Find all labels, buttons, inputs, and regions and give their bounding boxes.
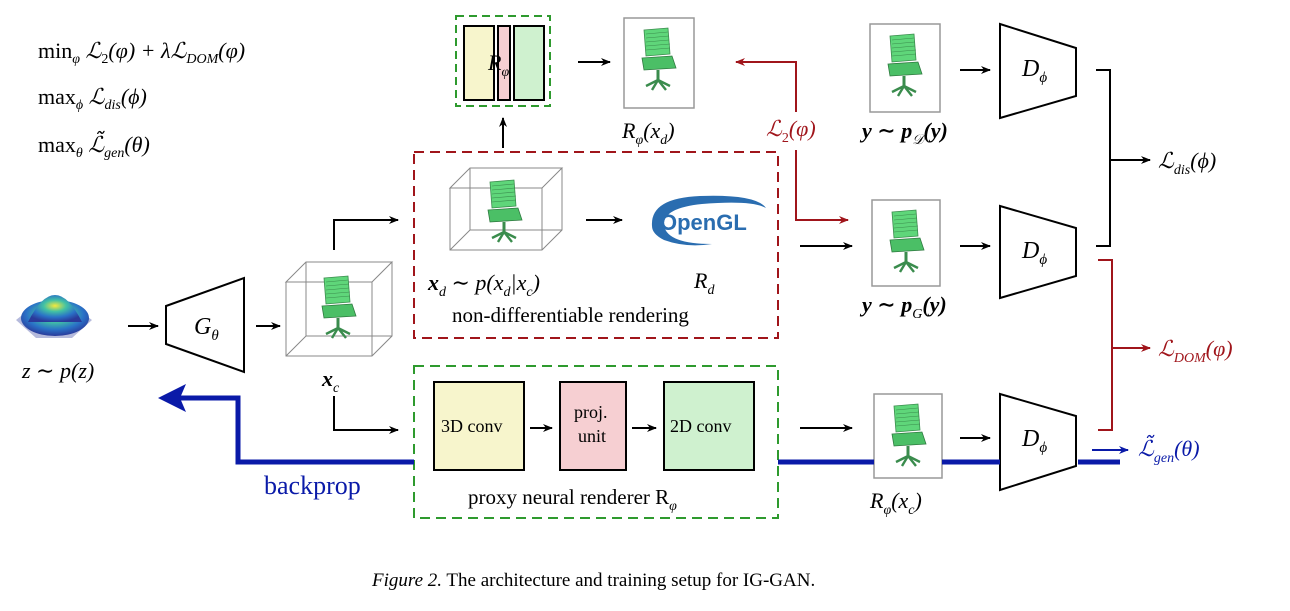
- conv3d-block: [433, 381, 525, 471]
- rphi-xc-label: Rφ(xc): [869, 488, 922, 518]
- rd-label: Rd: [693, 268, 715, 298]
- proj-unit-block: [559, 381, 627, 471]
- opengl-logo-text: OpenGL: [660, 210, 747, 235]
- disc-top-trapezoid: [999, 22, 1077, 120]
- generator-trapezoid: [165, 276, 245, 374]
- rphi-top-dashed-frame: [455, 15, 551, 107]
- objective-min-l2-dom: minφ ℒ2(φ) + λℒDOM(φ): [38, 38, 245, 67]
- conv2d-block: [663, 381, 755, 471]
- voxel-xc: xc: [284, 261, 394, 396]
- l2-label: ℒ2(φ): [766, 116, 816, 146]
- discriminator-bottom: Dϕ: [960, 392, 1077, 492]
- ldis-bracket: [1096, 69, 1111, 247]
- l2-arrow-to-rphi-xd: [735, 58, 797, 112]
- backprop-arrowhead-icon: [158, 384, 186, 412]
- gaussian-bump-icon: [28, 295, 82, 322]
- rphi-xc-image: Rφ(xc): [869, 393, 943, 518]
- conv3d-label: 3D conv: [441, 416, 503, 436]
- ldom-bracket: [1098, 259, 1113, 431]
- rphi-xd-label: Rφ(xd): [621, 118, 675, 148]
- discriminator-top: Dϕ: [960, 22, 1077, 120]
- y-data-label: y ∼ p𝒟(y): [859, 118, 948, 148]
- opengl-logo: OpenGL: [651, 195, 766, 246]
- ldis-label: ℒdis(ϕ): [1158, 148, 1216, 178]
- disc-bottom-label: Dϕ: [1021, 426, 1047, 456]
- rphi-top-block: Rφ: [455, 15, 551, 107]
- proj-line2: unit: [578, 426, 606, 446]
- objective-equations: minφ ℒ2(φ) + λℒDOM(φ) maxϕ ℒdis(ϕ) maxθ …: [38, 38, 245, 161]
- z-label: z ∼ p(z): [21, 358, 94, 383]
- y-gen-label: y ∼ pG(y): [859, 292, 947, 322]
- y-gen-image: y ∼ pG(y): [859, 199, 947, 322]
- conv2d-label: 2D conv: [670, 416, 732, 436]
- objective-max-ldis: maxϕ ℒdis(ϕ): [38, 84, 147, 113]
- generator-label: Gθ: [194, 314, 219, 344]
- proxy-label: proxy neural renderer Rφ: [468, 485, 677, 514]
- opengl-swoosh-icon: [651, 195, 766, 246]
- nondiff-label: non-differentiable rendering: [452, 303, 689, 327]
- xc-cube-wireframe: [284, 261, 394, 357]
- arrow-xc-to-proxy: [333, 396, 399, 434]
- generator-block: Gθ: [165, 276, 245, 374]
- xc-label: xc: [321, 366, 340, 396]
- proj-line1: proj.: [574, 402, 608, 422]
- discriminator-mid: Dϕ: [960, 204, 1077, 300]
- objective-max-lgen: maxθ ℒ̃gen(θ): [38, 130, 150, 161]
- nondiff-dashed-frame: [413, 151, 779, 339]
- disc-mid-trapezoid: [999, 204, 1077, 300]
- disc-mid-label: Dϕ: [1021, 238, 1047, 268]
- backprop-path: [172, 395, 1120, 465]
- y-data-image: y ∼ p𝒟(y): [859, 23, 948, 148]
- rphi-xd-image: Rφ(xd): [621, 17, 695, 148]
- l2-arrow-to-y-gen: [795, 150, 849, 224]
- latent-gaussian: z ∼ p(z): [16, 295, 94, 383]
- xd-label: xd ∼ p(xd|xc): [427, 270, 540, 300]
- proxy-renderer-box: 3D conv proj. unit 2D conv proxy neural …: [413, 365, 779, 519]
- rphi-top-green: [513, 25, 545, 101]
- lgen-label: ℒ̃gen(θ): [1138, 434, 1200, 466]
- backprop-label: backprop: [264, 471, 361, 500]
- nondiff-rendering-box: OpenGL xd ∼ p(xd|xc) Rd non-differentiab…: [413, 151, 779, 339]
- rphi-top-yellow: [463, 25, 495, 101]
- figure-caption: Figure 2. The architecture and training …: [371, 570, 815, 591]
- arrow-xc-to-nondiff: [333, 216, 399, 250]
- xd-chair-icon: [486, 178, 524, 244]
- xd-cube-wireframe: [448, 167, 564, 251]
- disc-top-label: Dϕ: [1021, 56, 1047, 86]
- rphi-top-pink: [497, 25, 511, 101]
- ldom-label: ℒDOM(φ): [1158, 336, 1233, 366]
- xc-chair-icon: [320, 274, 358, 340]
- rphi-top-label: Rφ: [487, 50, 509, 80]
- disc-bottom-trapezoid: [999, 392, 1077, 492]
- proxy-dashed-frame: [413, 365, 779, 519]
